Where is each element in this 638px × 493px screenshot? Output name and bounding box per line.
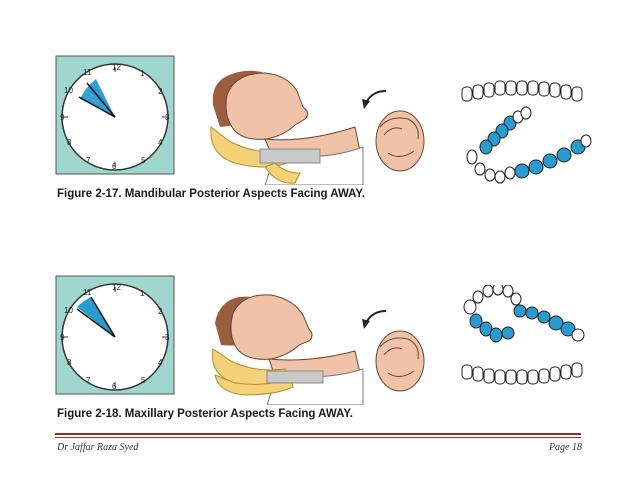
clock-number: 1 bbox=[140, 289, 145, 298]
rotation-arrow-icon bbox=[360, 85, 390, 115]
head-rotation-diagram bbox=[370, 325, 430, 395]
clock-number: 3 bbox=[165, 333, 170, 342]
clock-number: 7 bbox=[86, 156, 91, 165]
clock-illustration: 12 1 2 3 4 5 6 7 8 9 10 11 bbox=[55, 55, 175, 175]
figure-caption: Figure 2-18. Maxillary Posterior Aspects… bbox=[57, 408, 353, 420]
clock-number: 8 bbox=[67, 358, 72, 367]
clock-number: 4 bbox=[158, 358, 163, 367]
clock-number: 10 bbox=[64, 306, 73, 315]
footer-rule-thin bbox=[55, 437, 581, 438]
rotation-arrow-icon bbox=[360, 305, 390, 335]
clock-number: 2 bbox=[158, 87, 163, 96]
patient-head-illustration bbox=[205, 55, 365, 186]
footer-rule bbox=[55, 433, 581, 435]
figure-2-18: 12 1 2 3 4 5 6 7 8 9 10 11 bbox=[55, 275, 595, 435]
patient-head-illustration bbox=[205, 275, 365, 406]
clock-number: 3 bbox=[165, 113, 170, 122]
clock-number: 1 bbox=[140, 69, 145, 78]
clock-number: 9 bbox=[60, 113, 65, 122]
clock-number: 2 bbox=[158, 307, 163, 316]
figure-caption: Figure 2-17. Mandibular Posterior Aspect… bbox=[57, 188, 366, 200]
clock-number: 10 bbox=[64, 86, 73, 95]
clock-number: 11 bbox=[83, 68, 92, 77]
clock-number: 8 bbox=[67, 138, 72, 147]
head-rotation-diagram bbox=[370, 105, 430, 175]
clock-number: 9 bbox=[60, 333, 65, 342]
clock-number: 5 bbox=[141, 376, 146, 385]
clock-illustration: 12 1 2 3 4 5 6 7 8 9 10 11 bbox=[55, 275, 175, 395]
footer-author: Dr Jaffar Raza Syed bbox=[57, 442, 139, 453]
footer-page-number: Page 18 bbox=[548, 442, 582, 453]
figure-2-17: 12 1 2 3 4 5 6 7 8 9 10 11 bbox=[55, 55, 595, 215]
dental-arch-upper-highlight bbox=[460, 282, 595, 405]
clock-number: 5 bbox=[141, 156, 146, 165]
clock-number: 12 bbox=[112, 63, 121, 72]
clock-number: 11 bbox=[83, 288, 92, 297]
dental-arch-lower-highlight bbox=[460, 65, 595, 185]
clock-numbers: 12 1 2 3 4 5 6 7 8 9 10 11 bbox=[60, 283, 170, 391]
clock-number: 4 bbox=[158, 138, 163, 147]
clock-number: 7 bbox=[86, 376, 91, 385]
clock-numbers: 12 1 2 3 4 5 6 7 8 9 10 11 bbox=[60, 63, 170, 171]
clock-number: 12 bbox=[112, 283, 121, 292]
